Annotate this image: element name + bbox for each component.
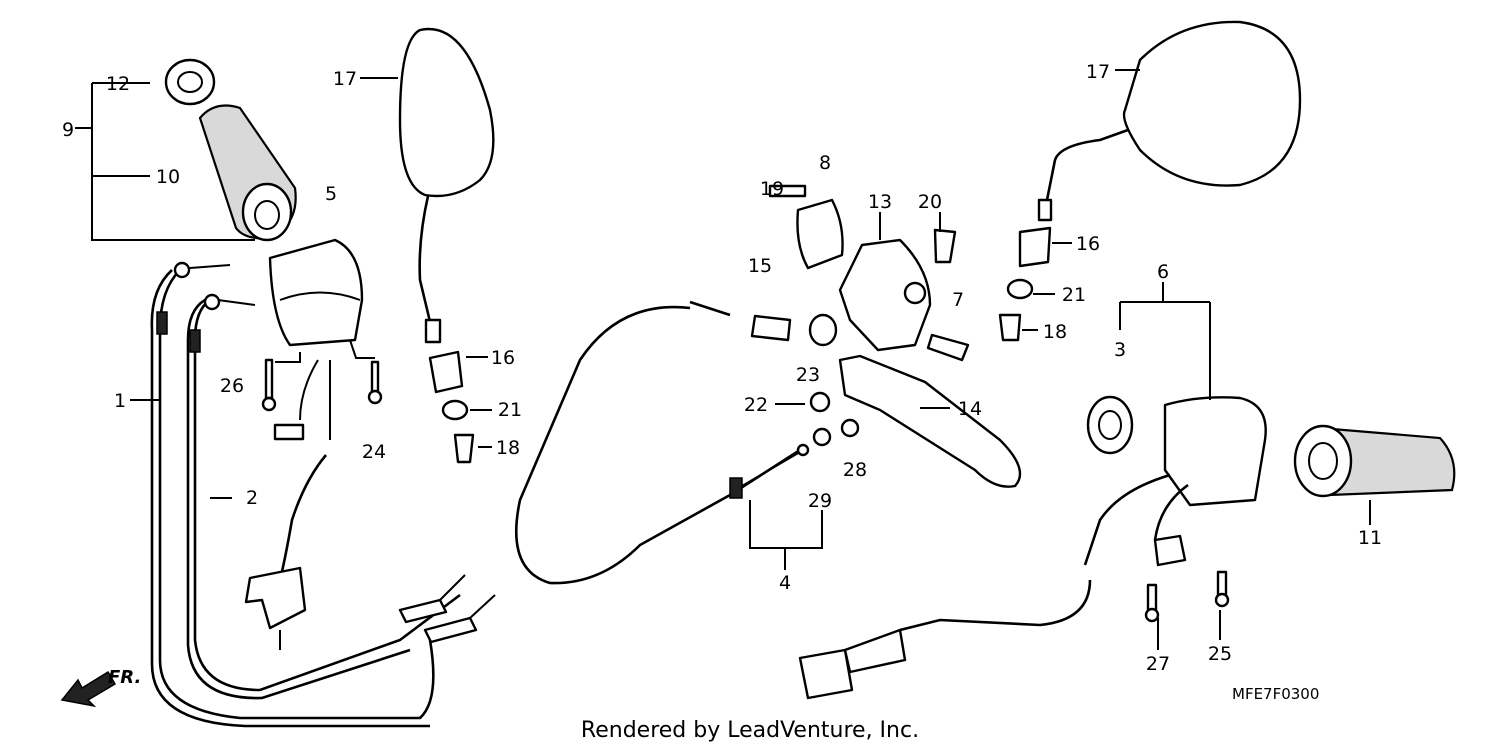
right-switch-housing [1083,282,1267,567]
callout-10: 10 [156,166,180,188]
left-mirror [360,27,495,464]
callout-3: 3 [1114,339,1126,361]
clutch-cable [514,300,860,585]
callout-28: 28 [843,459,867,481]
diagram-code: MFE7F0300 [1232,685,1319,703]
rendered-by-footer: Rendered by LeadVenture, Inc. [581,718,919,743]
callout-16-left: 16 [491,347,515,369]
callout-8: 8 [819,152,831,174]
throttle-grip [1293,424,1456,525]
callout-18-right: 18 [1043,321,1067,343]
callout-19: 19 [760,178,784,200]
callout-16-right: 16 [1076,233,1100,255]
front-direction-arrow: FR. [60,667,141,708]
direction-label: FR. [108,667,141,688]
callout-21-left: 21 [498,399,522,421]
callout-22: 22 [744,394,768,416]
right-wiring-harness [798,570,1230,700]
callout-13: 13 [868,191,892,213]
callout-9: 9 [62,119,74,141]
callout-17-right: 17 [1086,61,1110,83]
callout-17-left: 17 [333,68,357,90]
callout-15: 15 [748,255,772,277]
callout-4: 4 [779,572,791,594]
left-grip-assembly [75,58,297,242]
callout-12: 12 [106,73,130,95]
clutch-lever-assembly [750,184,1022,488]
callout-27: 27 [1146,653,1170,675]
left-switch-housing [268,238,375,441]
screws-24-26 [261,358,383,412]
callout-29: 29 [808,490,832,512]
callout-25: 25 [1208,643,1232,665]
callout-5: 5 [325,183,337,205]
callout-14: 14 [958,398,982,420]
callout-11: 11 [1358,527,1382,549]
callout-1: 1 [114,390,126,412]
callout-labels: 12 9 10 5 17 26 24 1 2 16 21 18 8 19 13 … [62,61,1382,675]
callout-18-left: 18 [496,437,520,459]
right-mirror [998,20,1302,342]
left-wiring-harness [244,454,327,650]
throttle-cables [130,261,496,728]
callout-23: 23 [796,364,820,386]
callout-7: 7 [952,289,964,311]
callout-20: 20 [918,191,942,213]
callout-6: 6 [1157,261,1169,283]
callout-2: 2 [246,487,258,509]
callout-21-right: 21 [1062,284,1086,306]
callout-26: 26 [220,375,244,397]
callout-24: 24 [362,441,386,463]
